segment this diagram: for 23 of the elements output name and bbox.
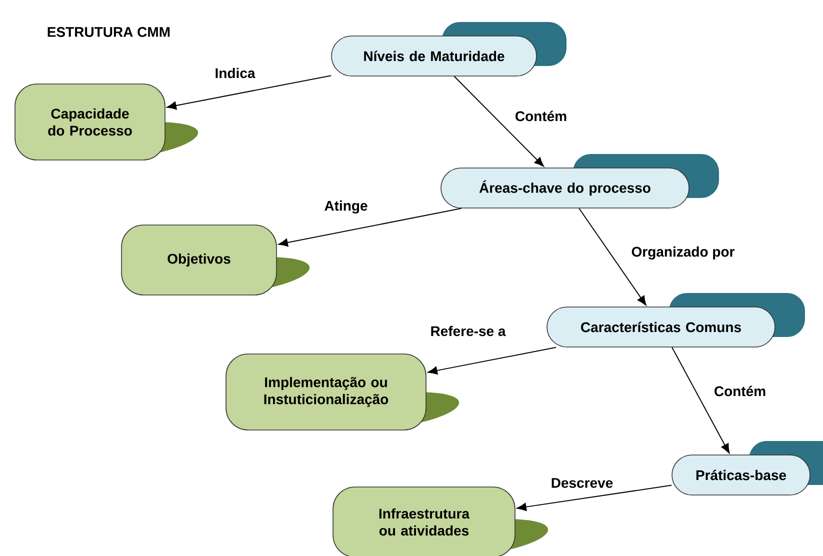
concept-box: Níveis de Maturidade bbox=[331, 22, 566, 76]
arrow bbox=[516, 484, 672, 511]
diagram-title: ESTRUTURA CMM bbox=[48, 27, 170, 37]
edge-label: Organizado por bbox=[630, 245, 736, 261]
concept-box: Capacidade do Processo bbox=[14, 84, 198, 160]
arrow bbox=[454, 76, 544, 167]
edge-label: Contém bbox=[514, 110, 568, 122]
arrow bbox=[672, 346, 730, 454]
arrow bbox=[578, 208, 646, 306]
concept-box: Implementação ou Instuticionalização bbox=[226, 354, 459, 430]
edge-label: Refere-se a bbox=[429, 324, 507, 338]
concept-box: Objetivos bbox=[121, 224, 310, 296]
edge-label: Atinge bbox=[323, 199, 369, 215]
arrow bbox=[278, 208, 462, 247]
arrow bbox=[166, 75, 332, 110]
concept-box: Áreas-chave do processo bbox=[440, 154, 719, 208]
edge-label: Indica bbox=[214, 66, 256, 80]
concept-box: Características Comuns bbox=[546, 292, 805, 348]
edge-label: Contém bbox=[712, 384, 768, 398]
concept-box: Infraestrutura ou atividades bbox=[332, 486, 548, 556]
concept-box: Práticas-base bbox=[672, 440, 823, 496]
edge-label: Descreve bbox=[550, 477, 614, 489]
arrow bbox=[428, 346, 557, 375]
